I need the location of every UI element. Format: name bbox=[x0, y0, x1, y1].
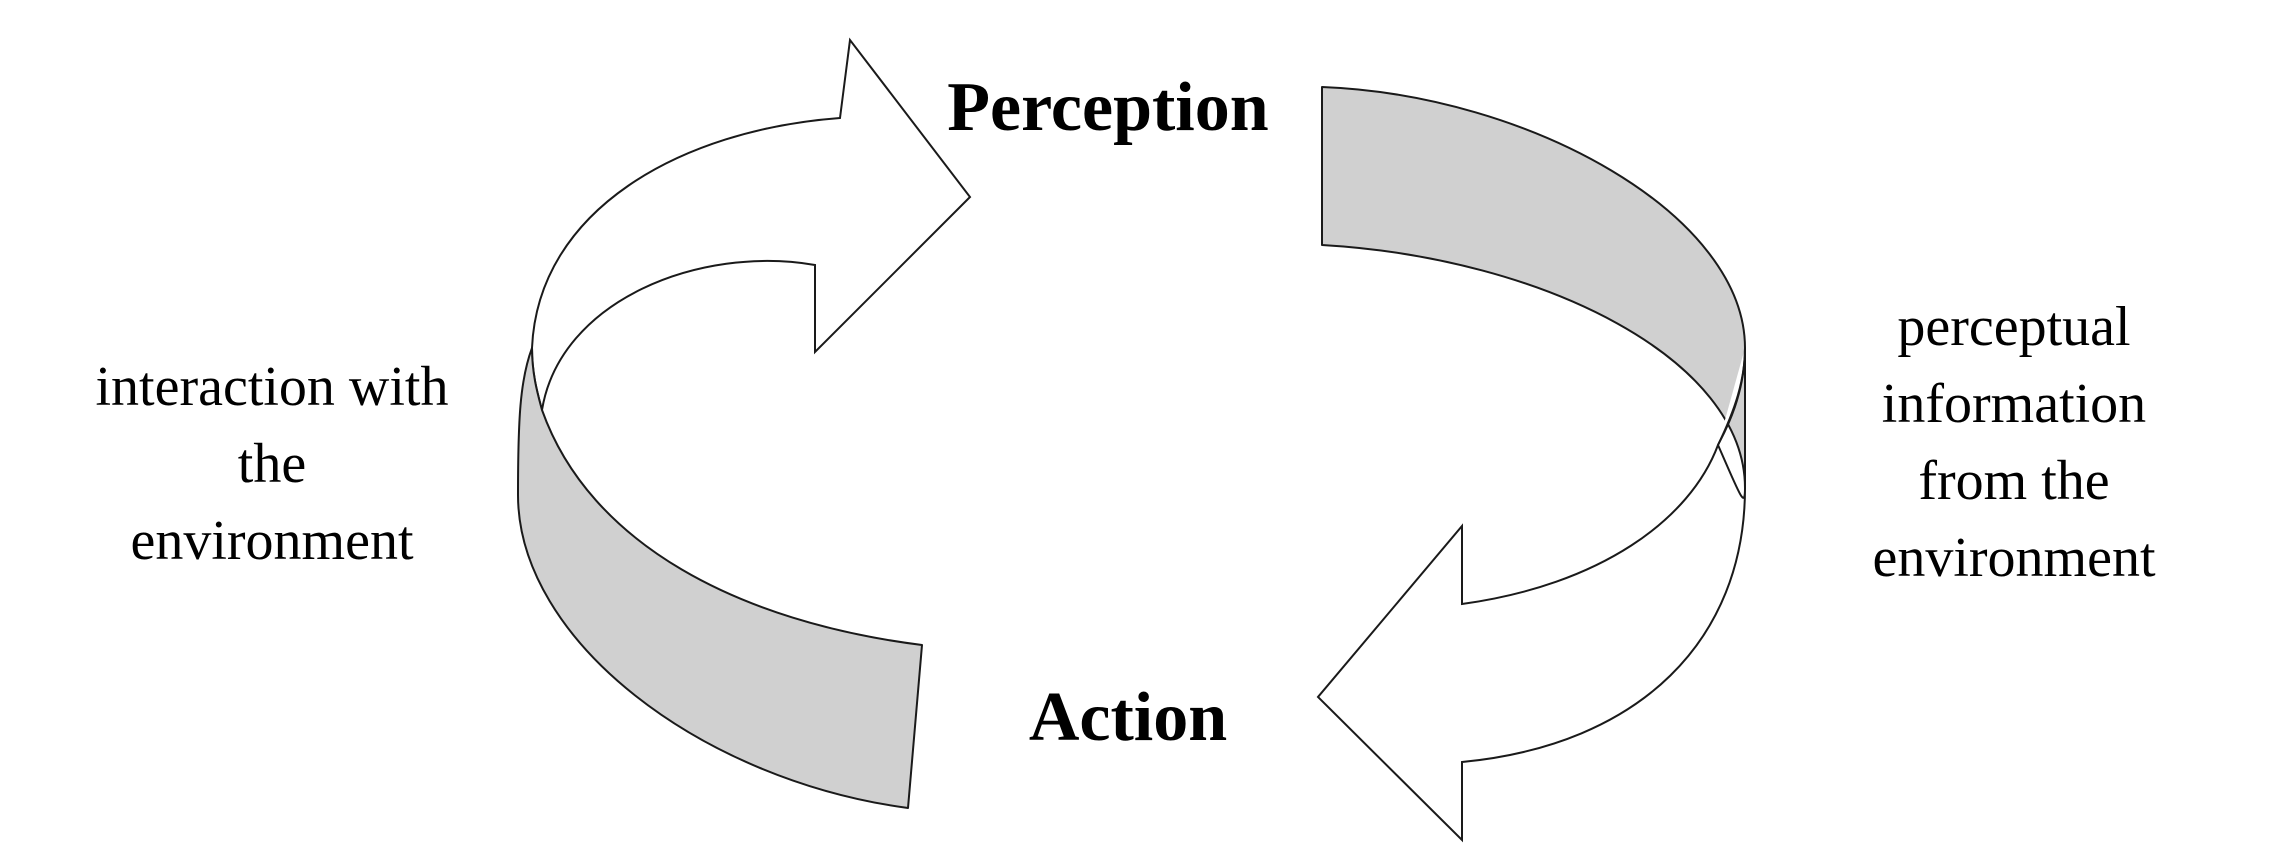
right-ribbon-arrow bbox=[1316, 347, 1746, 843]
right-annotation-line: information bbox=[1882, 373, 2146, 435]
left-annotation-line: the bbox=[238, 433, 306, 495]
right-annotation: perceptual information from the environm… bbox=[1872, 296, 2155, 589]
action-label: Action bbox=[1029, 679, 1227, 756]
right-annotation-line: environment bbox=[1872, 527, 2155, 589]
perception-label: Perception bbox=[947, 69, 1268, 146]
left-ribbon-back-face bbox=[517, 347, 923, 809]
left-annotation-line: interaction with bbox=[95, 356, 448, 418]
right-ribbon-back-face bbox=[1321, 86, 1746, 489]
right-ribbon-edge bbox=[1717, 347, 1746, 446]
left-annotation: interaction with the environment bbox=[95, 356, 448, 572]
left-ribbon-arrow bbox=[530, 37, 972, 411]
right-annotation-line: from the bbox=[1918, 450, 2109, 512]
right-annotation-line: perceptual bbox=[1897, 296, 2130, 358]
left-annotation-line: environment bbox=[130, 510, 413, 572]
